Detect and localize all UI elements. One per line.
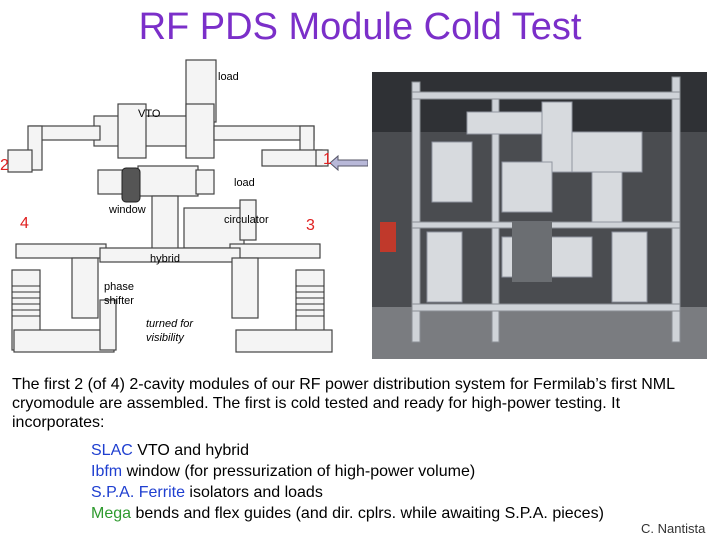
label-load-top: load	[218, 71, 239, 83]
label-hybrid: hybrid	[150, 253, 180, 265]
module-photo	[372, 72, 707, 359]
item-text: bends and flex guides (and dir. cplrs. w…	[131, 505, 604, 522]
vendor-name: Mega	[91, 505, 132, 522]
list-item: Ibfm window (for pressurization of high-…	[91, 461, 691, 482]
label-shifter: shifter	[104, 295, 134, 307]
vendor-name: SLAC	[91, 442, 133, 459]
author-credit: C. Nantista	[641, 521, 706, 536]
port-number-2: 2	[0, 157, 9, 174]
port-number-4: 4	[20, 215, 29, 232]
label-window: window	[108, 204, 146, 216]
slide-title: RF PDS Module Cold Test	[138, 6, 582, 48]
port-number-3: 3	[306, 217, 315, 234]
port-number-1: 1	[323, 151, 332, 168]
caption-text: The first 2 (of 4) 2-cavity modules of o…	[12, 376, 675, 431]
vendor-name: S.P.A. Ferrite	[91, 484, 185, 501]
list-item: SLAC VTO and hybrid	[91, 440, 691, 461]
waveguide-diagram: load VTO load window circulator hybrid p…	[0, 59, 368, 353]
list-item: S.P.A. Ferrite isolators and loads	[91, 482, 691, 503]
list-item: Mega bends and flex guides (and dir. cpl…	[91, 503, 691, 524]
item-text: isolators and loads	[184, 484, 323, 501]
label-turned-for: turned for	[146, 318, 194, 330]
item-text: window (for pressurization of high-power…	[122, 463, 476, 480]
incorporates-list: SLAC VTO and hybrid Ibfm window (for pre…	[91, 440, 691, 524]
label-phase: phase	[104, 281, 134, 293]
input-arrow-icon	[329, 154, 368, 172]
label-vto: VTO	[138, 108, 161, 120]
label-visibility: visibility	[146, 332, 185, 344]
label-load-mid: load	[234, 177, 255, 189]
label-circulator: circulator	[224, 214, 269, 226]
vendor-name: Ibfm	[91, 463, 123, 480]
item-text: VTO and hybrid	[132, 442, 250, 459]
